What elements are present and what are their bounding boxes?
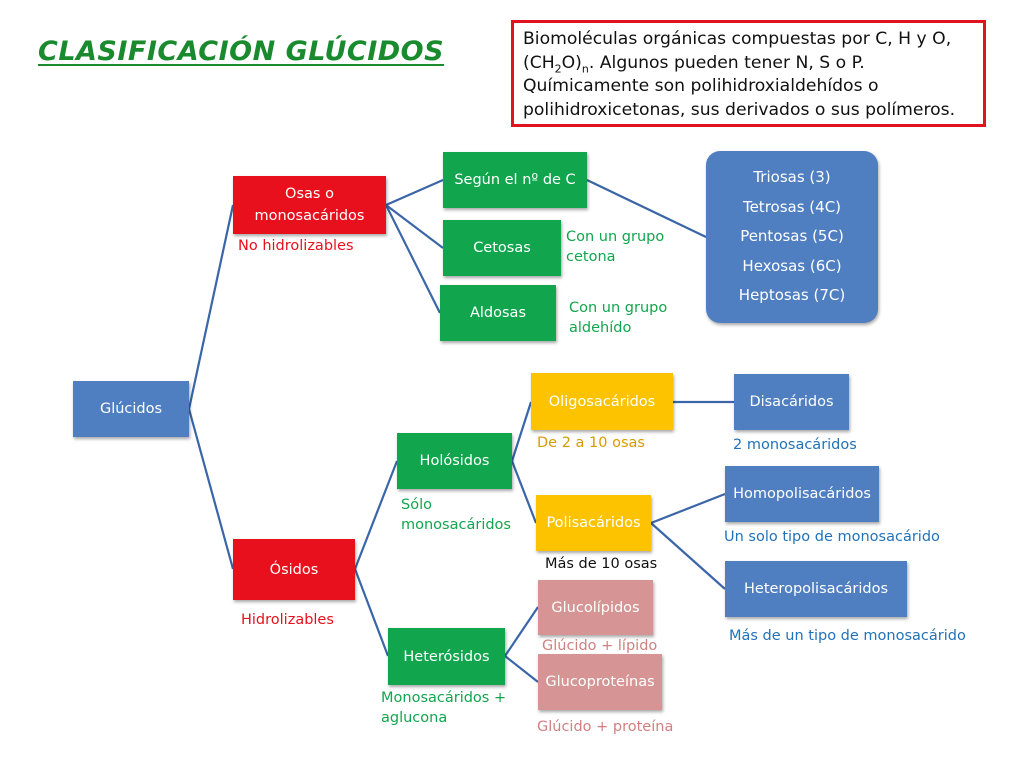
definition-text-end: . Algunos pueden tener N, S o P. Química… [523, 52, 956, 120]
node-polisacaridos: Polisacáridos [536, 495, 651, 551]
label-hidrolizables: Hidrolizables [241, 612, 334, 628]
label-de-2-a-10-osas: De 2 a 10 osas [537, 435, 645, 451]
node-oligosacaridos: Oligosacáridos [531, 373, 673, 430]
label-cetona: Con un grupo cetona [566, 229, 665, 265]
label-glucido-lipido: Glúcido + lípido [542, 638, 658, 654]
label-monosacaridos-aglucona: Monosacáridos + aglucona [381, 690, 507, 726]
formula-middle: O) [561, 52, 582, 73]
definition-box: Biomoléculas orgánicas compuestas por C,… [511, 20, 986, 127]
label-glucido-proteina: Glúcido + proteína [537, 719, 674, 735]
label-un-solo-tipo: Un solo tipo de monosacárido [724, 529, 940, 545]
link-osas-cetosas [385, 204, 444, 249]
node-homopolisacaridos: Homopolisacáridos [725, 466, 879, 522]
node-heterosidos: Heterósidos [388, 628, 505, 685]
label-mas-de-10-osas: Más de 10 osas [545, 556, 658, 572]
link-segun-types [586, 179, 707, 238]
label-mas-de-un-tipo: Más de un tipo de monosacárido [729, 628, 966, 644]
node-glucoproteinas: Glucoproteínas [538, 654, 662, 710]
node-cetosas: Cetosas [443, 220, 561, 276]
node-glucidos: Glúcidos [73, 381, 189, 437]
link-holosidos-oligo [510, 401, 533, 462]
label-solo-monosacaridos: Sólo monosacáridos [401, 497, 511, 533]
carbon-type-pentosas: Pentosas (5C) [740, 227, 844, 246]
carbon-type-triosas: Triosas (3) [753, 168, 831, 187]
formula-subscript-n: n [581, 61, 589, 75]
link-poli-homo [650, 492, 726, 525]
formula-subscript-2: 2 [554, 61, 562, 75]
link-osidos-holosidos [353, 460, 399, 570]
node-heteropolisacaridos: Heteropolisacáridos [725, 561, 907, 617]
carbon-type-hexosas: Hexosas (6C) [742, 256, 842, 275]
node-disacaridos: Disacáridos [734, 374, 849, 430]
node-aldosas: Aldosas [440, 285, 556, 341]
link-holosidos-poli [510, 460, 538, 524]
link-hetero-glucoproteinas [504, 655, 539, 683]
page-title: CLASIFICACIÓN GLÚCIDOS [38, 36, 445, 67]
link-osidos-heterosidos [353, 568, 390, 657]
node-osidos: Ósidos [233, 539, 355, 600]
label-2-monosacaridos: 2 monosacáridos [733, 437, 857, 453]
definition-text-start: Biomoléculas orgánicas compuestas por C,… [523, 29, 952, 73]
carbon-type-tetrosas: Tetrosas (4C) [742, 197, 842, 216]
carbon-types-box: Triosas (3) Tetrosas (4C) Pentosas (5C) … [706, 151, 878, 323]
node-glucolipidos: Glucolípidos [538, 580, 653, 635]
node-osas: Osas o monosacáridos [233, 176, 386, 234]
carbon-type-heptosas: Heptosas (7C) [738, 286, 846, 305]
link-glucidos-osidos [187, 408, 235, 570]
link-hetero-glucolipidos [504, 606, 539, 657]
link-poli-hetero [650, 522, 726, 590]
label-no-hidrolizables: No hidrolizables [238, 238, 354, 254]
node-holosidos: Holósidos [397, 433, 512, 489]
link-osas-aldosas [385, 204, 441, 314]
node-segun-c: Según el nº de C [443, 152, 587, 208]
link-osas-segun [385, 178, 444, 207]
label-aldehido: Con un grupo aldehído [569, 300, 668, 336]
link-glucidos-osas [187, 204, 235, 410]
